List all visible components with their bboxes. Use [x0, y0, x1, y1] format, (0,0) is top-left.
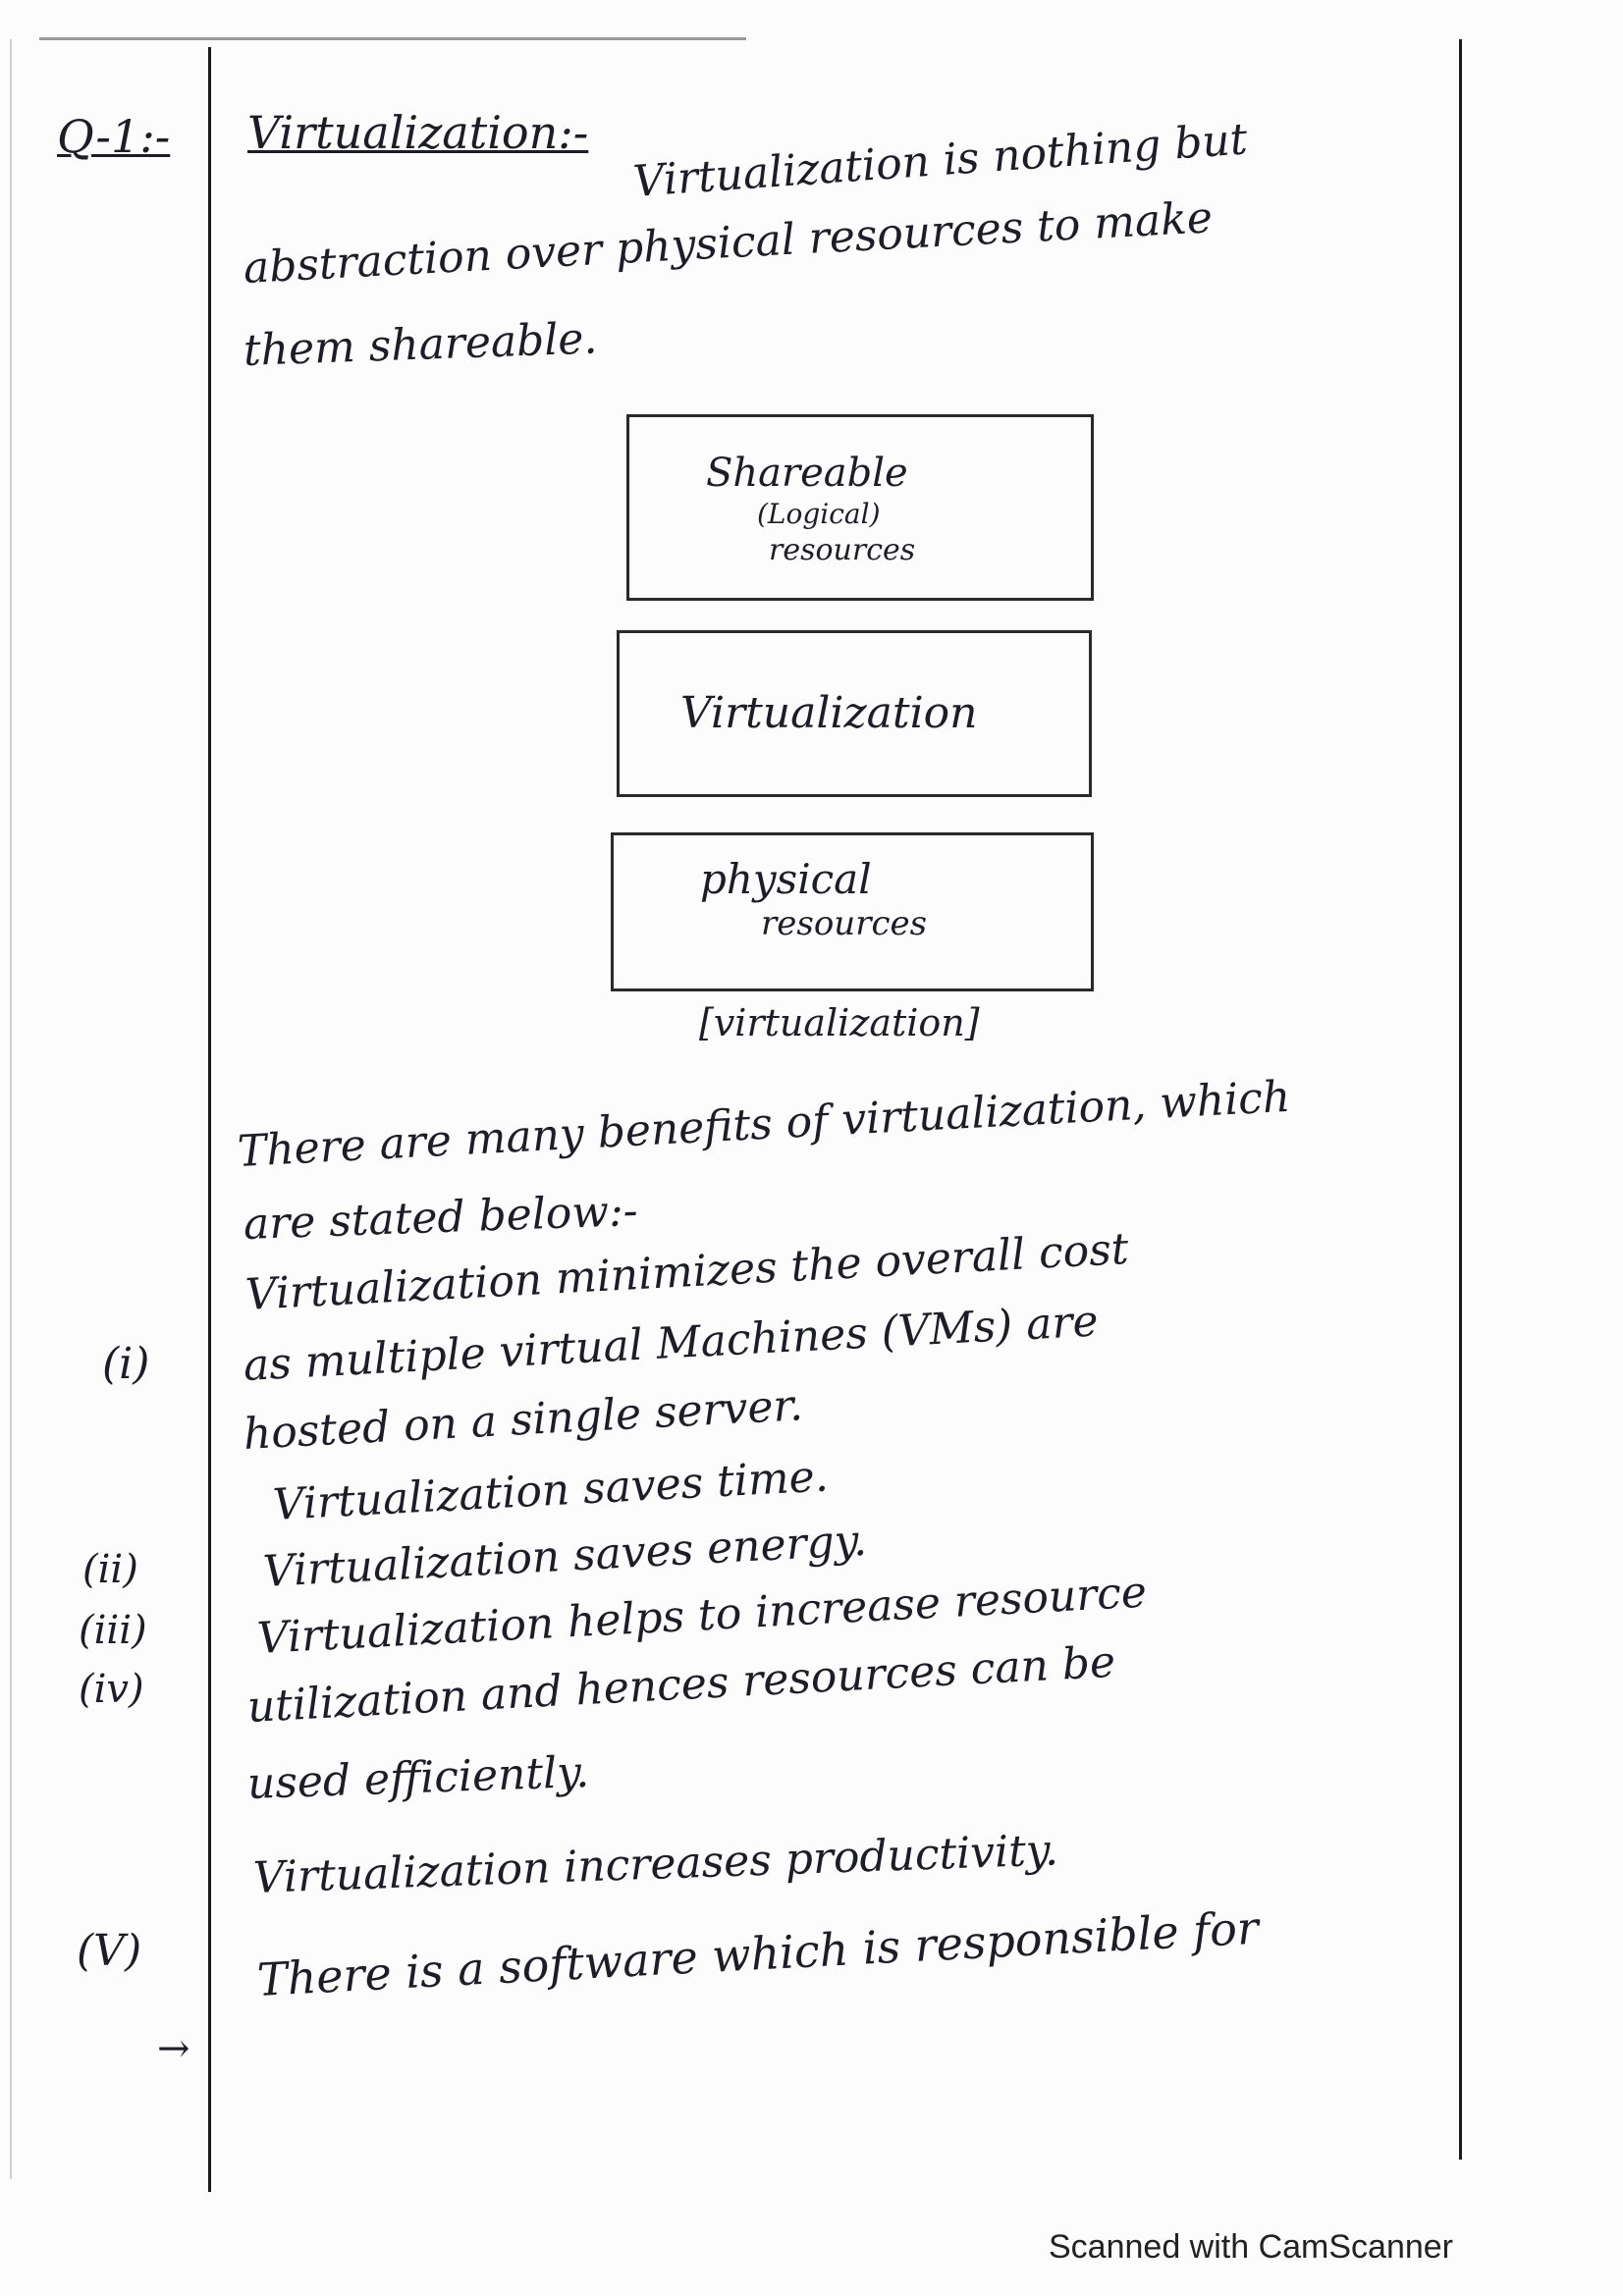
left-margin-line	[208, 47, 211, 2192]
physical-label: physical	[700, 855, 872, 903]
arrow-marker: →	[157, 2026, 190, 2071]
benefit-marker-iv: (iv)	[79, 1667, 144, 1712]
intro-line-1: Virtualization is nothing but	[631, 114, 1249, 207]
benefit-ii-line-1: Virtualization saves time.	[271, 1451, 830, 1530]
benefit-marker-i: (i)	[102, 1339, 150, 1389]
resources-label-top: resources	[769, 533, 916, 567]
virtualization-layer-box: Virtualization	[617, 630, 1092, 797]
benefit-i-line-3: hosted on a single server.	[242, 1380, 804, 1460]
right-margin-line	[1459, 39, 1462, 2160]
benefits-intro-line-2: are stated below:-	[243, 1185, 639, 1250]
benefits-intro-line-1: There are many benefits of virtualizatio…	[236, 1071, 1292, 1177]
benefit-iii-line-1: Virtualization saves energy.	[261, 1515, 868, 1597]
shareable-label: Shareable	[706, 451, 908, 496]
intro-line-2: abstraction over physical resources to m…	[242, 192, 1215, 294]
benefit-marker-iii: (iii)	[79, 1608, 147, 1653]
intro-line-3: them shareable.	[243, 313, 599, 376]
scanner-footer: Scanned with CamScanner	[1049, 2228, 1454, 2266]
benefit-v-line-1: Virtualization increases productivity.	[252, 1825, 1059, 1903]
physical-resources-box: physical resources	[611, 832, 1094, 991]
diagram-caption: [virtualization]	[699, 1001, 980, 1044]
question-label: Q-1:-	[57, 110, 171, 163]
outer-left-line	[10, 39, 12, 2179]
heading: Virtualization:-	[247, 106, 589, 159]
benefit-iv-line-3: used efficiently.	[246, 1746, 590, 1809]
benefit-marker-v: (V)	[77, 1926, 142, 1976]
top-rule	[39, 37, 746, 40]
closing-line: There is a software which is responsible…	[255, 1900, 1261, 2006]
resources-label-bottom: resources	[761, 904, 928, 943]
shareable-resources-box: Shareable (Logical) resources	[626, 414, 1094, 601]
virtualization-layer-label: Virtualization	[680, 688, 978, 738]
benefit-marker-ii: (ii)	[82, 1547, 138, 1592]
logical-label: (Logical)	[757, 498, 881, 530]
